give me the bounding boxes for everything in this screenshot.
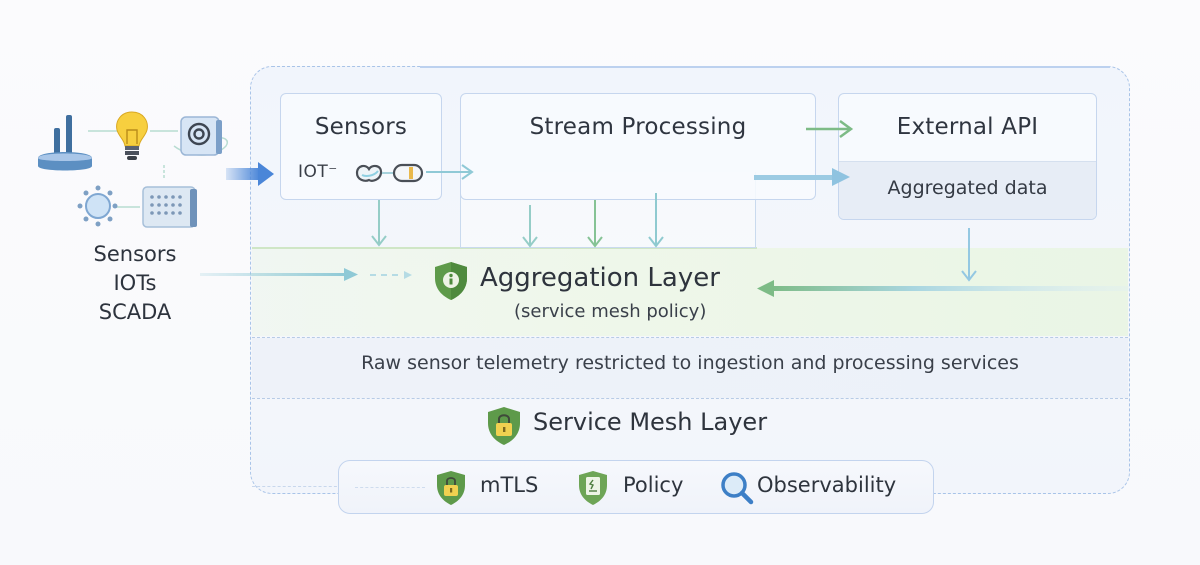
observability-label[interactable]: Observability — [757, 473, 897, 497]
aggregated-data-section: Aggregated data — [839, 161, 1096, 219]
arrow-stream-to-aggregated-data — [754, 168, 850, 186]
stream-processing-box[interactable]: Stream Processing — [460, 93, 816, 200]
source-label-sensors: Sensors — [93, 242, 177, 266]
info-shield-icon — [435, 262, 467, 300]
divider-bottom — [252, 398, 1128, 399]
boundary-top-edge — [420, 66, 1110, 68]
control-panel-icon — [142, 186, 197, 228]
arrow-stream-down-1 — [522, 205, 538, 248]
source-label-scada: SCADA — [98, 300, 172, 324]
divider-top — [252, 337, 1128, 338]
mtls-lock-shield-icon[interactable] — [436, 470, 468, 506]
service-mesh-layer-title: Service Mesh Layer — [533, 408, 768, 436]
arrow-stream-down-3 — [648, 193, 664, 248]
arrow-sensors-to-stream — [426, 164, 474, 180]
sensors-box[interactable]: Sensors — [280, 93, 442, 200]
battery-icon — [392, 163, 424, 183]
arrow-sources-to-aggregation — [200, 268, 412, 281]
pill-inner-dash — [355, 487, 425, 488]
mtls-label[interactable]: mTLS — [480, 473, 539, 497]
aggregation-band — [252, 248, 1128, 336]
stream-processing-title: Stream Processing — [529, 114, 747, 140]
aggregated-data-label: Aggregated data — [887, 177, 1048, 199]
external-api-title: External API — [896, 114, 1039, 140]
antenna-icon — [38, 115, 92, 171]
iot-device-icons — [355, 163, 424, 183]
source-label-iots: IOTs — [113, 271, 157, 295]
panel-dots — [150, 195, 182, 215]
arrow-stream-to-external-api — [806, 119, 854, 139]
policy-shield-icon[interactable] — [578, 470, 610, 506]
magnifier-icon[interactable] — [720, 471, 756, 507]
policy-label[interactable]: Policy — [623, 473, 684, 497]
arrow-aggregated-data-down — [961, 228, 977, 282]
speaker-device-icon — [180, 116, 222, 156]
sun-sensor-icon — [77, 185, 118, 227]
cloud-link-icon — [355, 164, 383, 182]
pill-connector-left — [252, 486, 342, 487]
external-api-box[interactable]: External API Aggregated data — [838, 93, 1097, 220]
raw-telemetry-band — [252, 338, 1128, 398]
arrow-stream-down-2 — [587, 200, 603, 248]
aggregation-layer-title: Aggregation Layer — [480, 263, 720, 293]
arrow-external-to-aggregation — [757, 280, 1130, 297]
aggregation-layer-subtitle: (service mesh policy) — [514, 301, 707, 322]
aggregation-band-edge — [252, 247, 757, 249]
iot-label: IOT⁻ — [298, 162, 338, 182]
arrow-sources-to-sensors — [226, 162, 274, 186]
raw-telemetry-note: Raw sensor telemetry restricted to inges… — [361, 352, 1019, 374]
arrow-sensors-down — [371, 200, 387, 247]
sensors-box-title: Sensors — [314, 114, 408, 140]
lock-shield-icon — [488, 407, 520, 445]
lightbulb-icon — [116, 111, 148, 160]
